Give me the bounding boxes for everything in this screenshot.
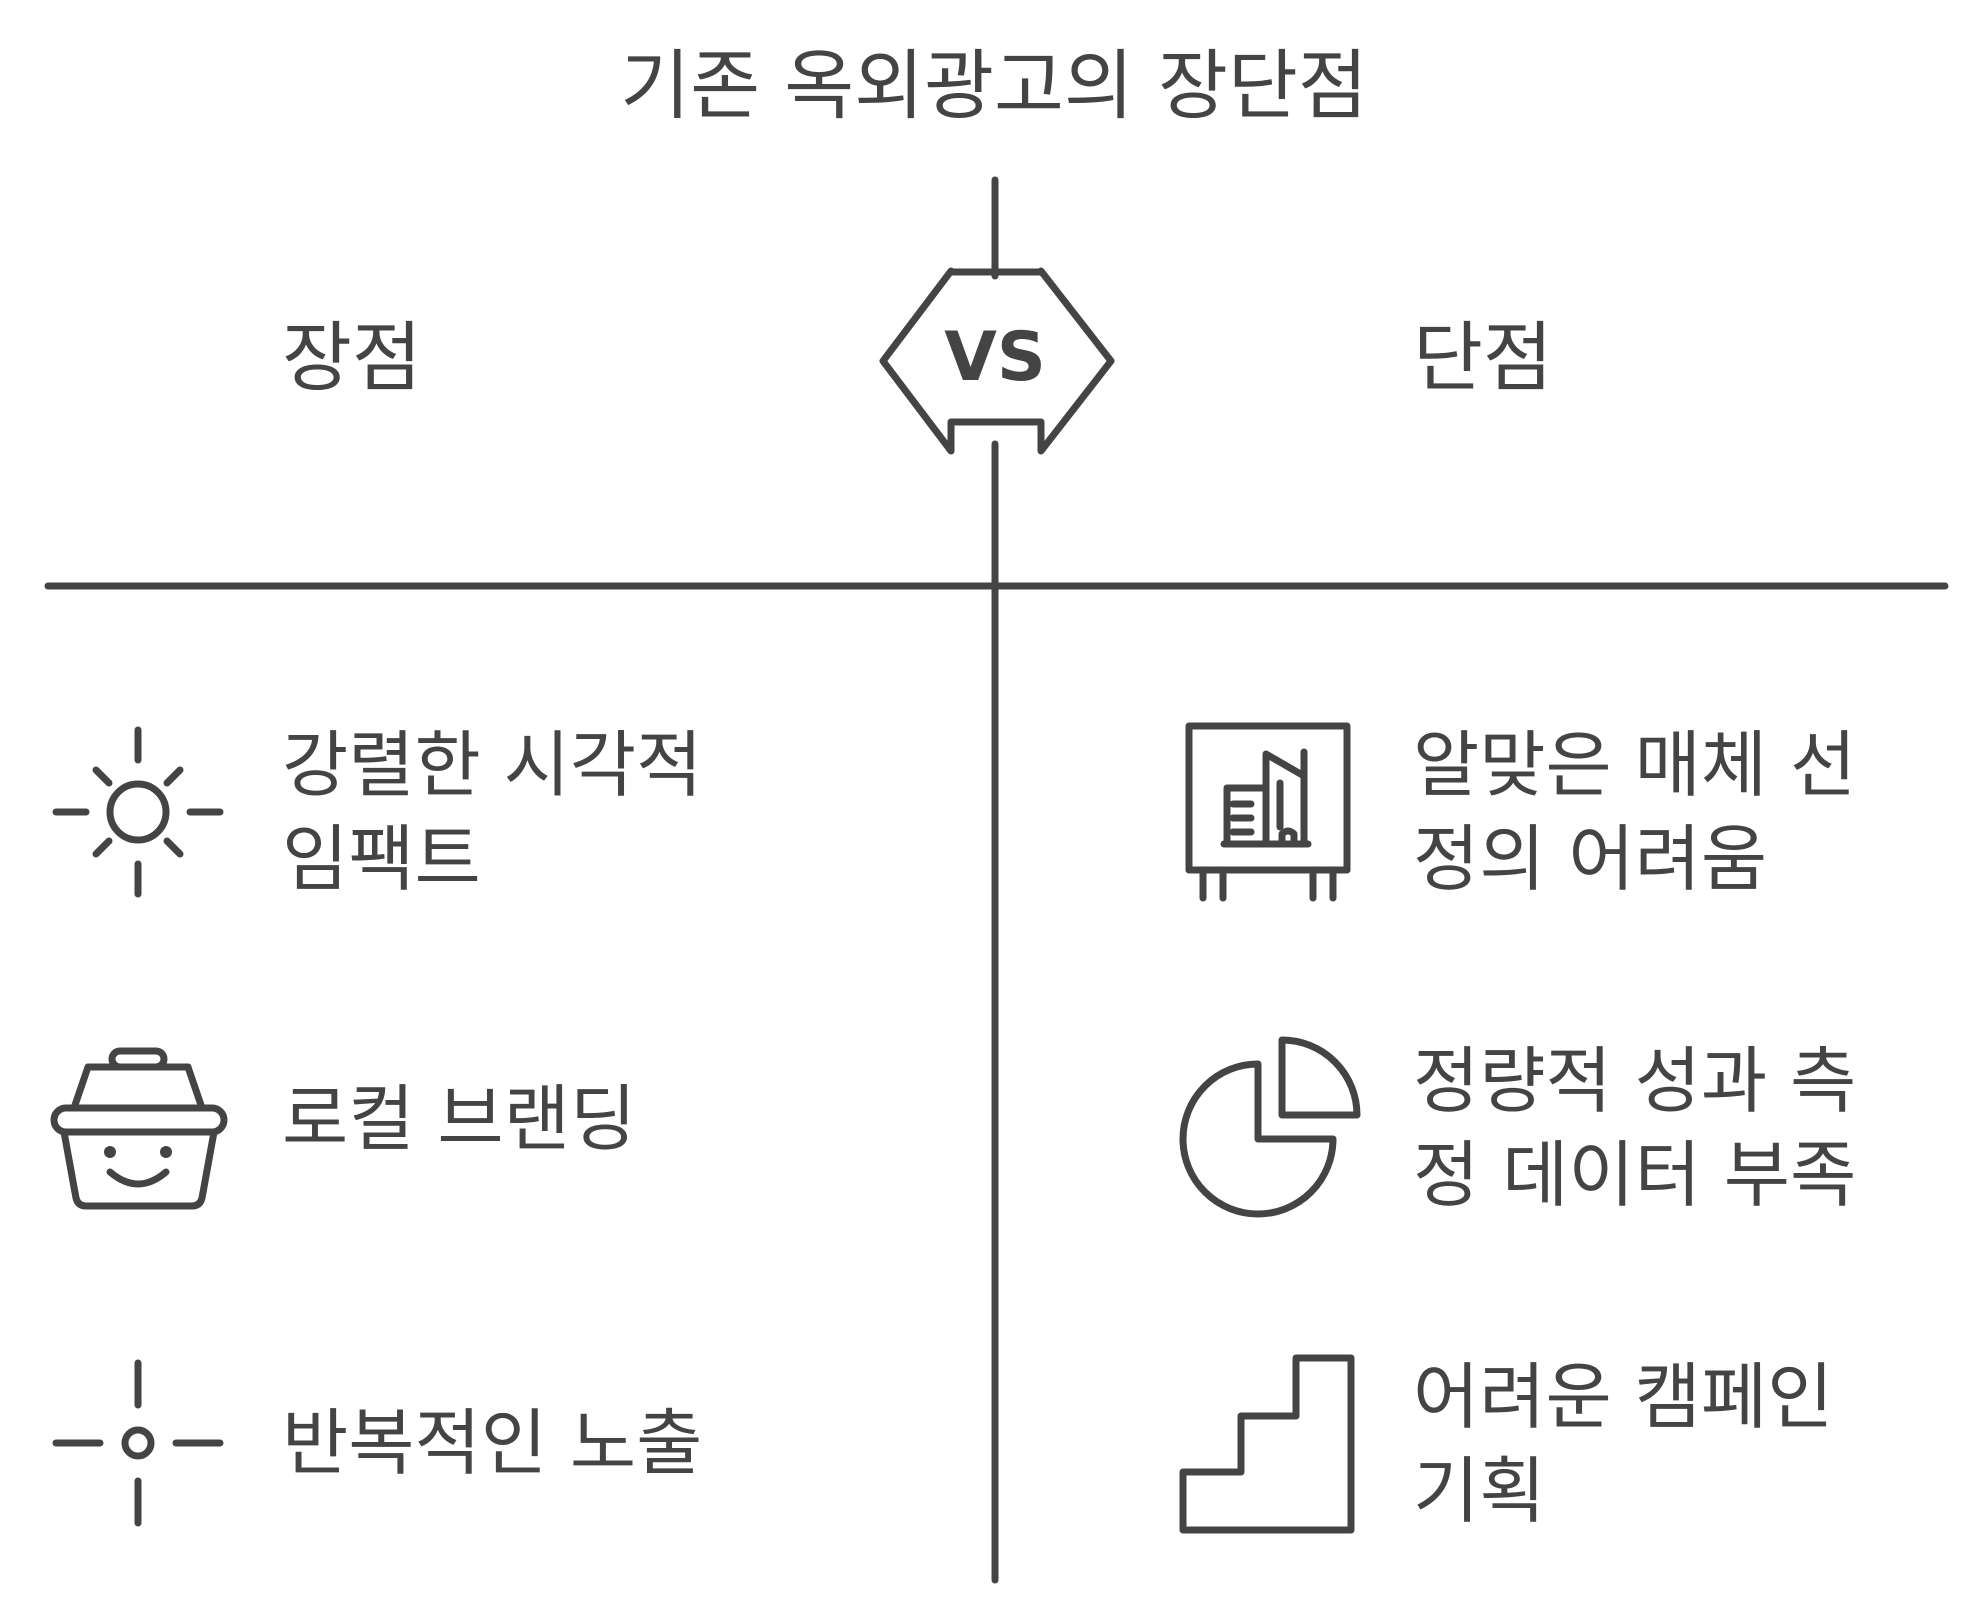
smiling-basket-icon: [50, 1047, 228, 1210]
vs-double-arrow-icon: [879, 267, 1115, 455]
billboard-building-icon: [1185, 722, 1351, 902]
pros-item-local-branding: 로컬 브랜딩: [282, 1077, 637, 1161]
stairs-icon: [1179, 1354, 1355, 1534]
cons-item-media-selection: 알맞은 매체 선정의 어려움: [1413, 723, 1857, 901]
crosshair-dot-icon: [52, 1359, 224, 1527]
pie-chart-icon: [1179, 1036, 1361, 1218]
pros-item-visual-impact: 강렬한 시각적 임팩트: [282, 723, 703, 901]
diagram-title: 기존 옥외광고의 장단점: [620, 41, 1368, 130]
cons-heading: 단점: [1413, 313, 1553, 402]
pros-item-repeated-exposure: 반복적인 노출: [282, 1401, 703, 1485]
basket-eye-left: [104, 1146, 116, 1158]
sun-icon: [52, 726, 224, 898]
vs-label: VS: [944, 318, 1046, 397]
cons-item-measurement-data: 정량적 성과 측정 데이터 부족: [1413, 1039, 1857, 1217]
cons-item-campaign-planning: 어려운 캠페인 기획: [1413, 1355, 1834, 1533]
pros-heading: 장점: [282, 313, 422, 402]
basket-eye-right: [160, 1146, 172, 1158]
